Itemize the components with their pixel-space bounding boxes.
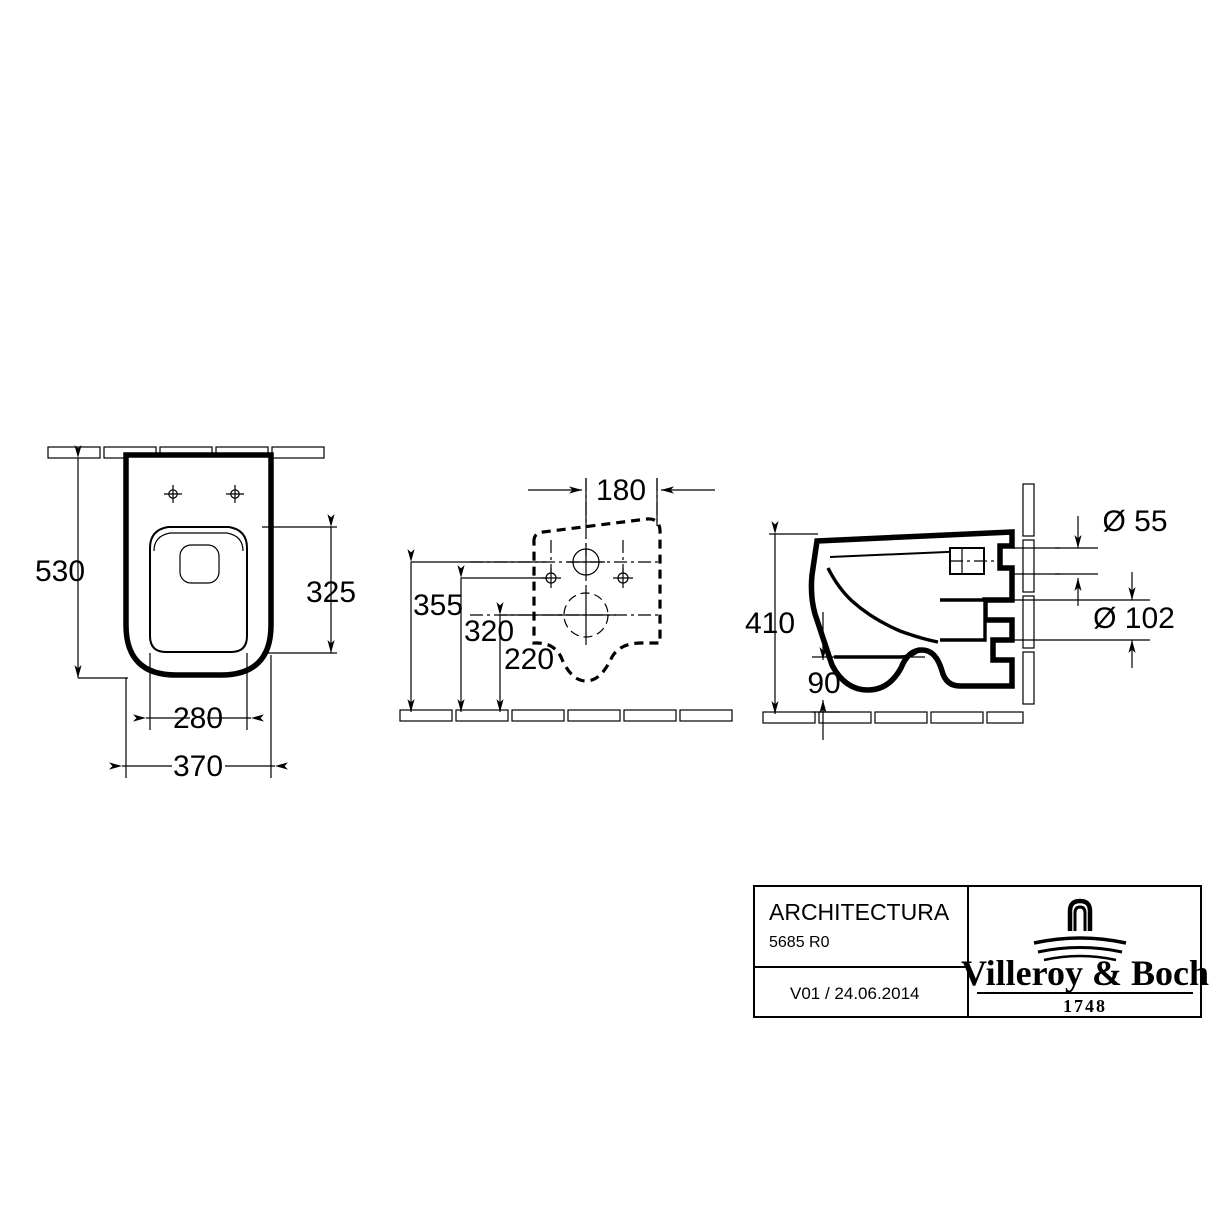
dim-280-group: 280 <box>133 653 264 735</box>
front-fixing-hole-right <box>613 568 633 588</box>
front-view-group: 180 355 320 220 <box>399 474 733 722</box>
title-block-product-name: ARCHITECTURA <box>769 899 950 925</box>
dim-325-label: 325 <box>306 576 356 609</box>
title-block-frame <box>753 885 1202 1018</box>
plan-bowl-rim-outer <box>149 526 248 653</box>
plan-bowl-rim-inner <box>153 532 244 552</box>
villeroy-boch-fountain-mark-icon <box>1033 898 1127 962</box>
plan-fixing-hole-right <box>226 485 244 503</box>
dim-90-group: 90 <box>807 612 925 740</box>
front-body-hidden-outline <box>532 517 662 683</box>
side-inlet-fitting <box>949 547 1000 575</box>
title-block-model-code: 5685 R0 <box>769 934 830 951</box>
dim-370-group: 370 <box>109 655 288 783</box>
title-block-revision: V01 / 24.06.2014 <box>790 984 920 1003</box>
dim-220-group: 220 <box>496 602 562 712</box>
dim-410-label: 410 <box>745 607 795 640</box>
dim-180-group: 180 <box>528 474 715 526</box>
dim-dia55-group: Ø 55 <box>1012 505 1168 606</box>
side-wall-vertical-symbol <box>1022 483 1035 705</box>
dim-325-group: 325 <box>262 514 356 654</box>
dim-410-group: 410 <box>745 521 818 714</box>
plan-fixing-hole-left <box>164 485 182 503</box>
title-block: ARCHITECTURA 5685 R0 V01 / 24.06.2014 Vi… <box>753 885 1209 1018</box>
dim-530-group: 530 <box>35 445 128 679</box>
dim-dia102-label: Ø 102 <box>1093 602 1175 635</box>
plan-flush-opening <box>179 544 220 584</box>
dim-355-label: 355 <box>413 589 463 622</box>
dim-280-label: 280 <box>173 702 223 735</box>
dim-320-group: 320 <box>457 565 548 712</box>
dim-370-label: 370 <box>173 750 223 783</box>
side-outlet-spigot <box>940 598 987 642</box>
brand-year: 1748 <box>1063 996 1107 1016</box>
plan-view-group: 530 325 280 <box>35 445 356 783</box>
side-wall-floor-symbol <box>762 711 1024 724</box>
side-view-group: 410 90 Ø 55 <box>745 483 1175 740</box>
dim-dia102-group: Ø 102 <box>1012 572 1175 668</box>
dim-320-label: 320 <box>464 615 514 648</box>
side-rim-line <box>829 550 971 558</box>
dim-220-label: 220 <box>504 643 554 676</box>
front-wall-symbol <box>399 709 733 722</box>
dim-355-group: 355 <box>407 549 546 712</box>
dim-90-label: 90 <box>807 667 840 700</box>
dim-530-label: 530 <box>35 555 85 588</box>
dim-180-label: 180 <box>596 474 646 507</box>
dim-dia55-label: Ø 55 <box>1102 505 1167 538</box>
side-bowl-cavity <box>826 567 939 644</box>
brand-name: Villeroy & Boch <box>961 953 1209 993</box>
